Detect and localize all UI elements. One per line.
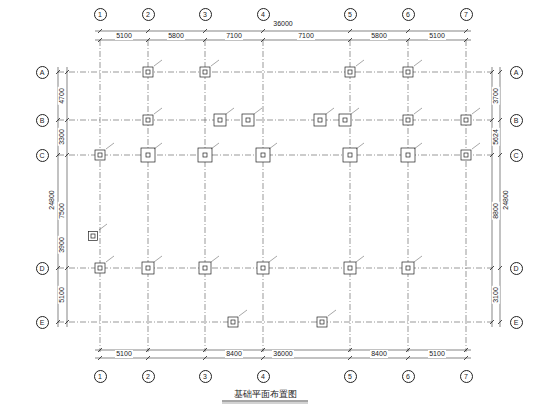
dimension: 3900 — [58, 236, 66, 254]
axis-bubble: 6 — [402, 8, 415, 21]
axis-number: 7 — [464, 11, 468, 18]
axis-number: 2 — [146, 11, 150, 18]
dimension: 36000 — [272, 350, 293, 358]
axis-number: 5 — [348, 11, 352, 18]
dimension: 3100 — [492, 286, 500, 304]
dimension: 24800 — [502, 189, 510, 210]
axis-bubble: 7 — [460, 370, 473, 383]
axis-bubble: B — [510, 114, 523, 127]
axis-number: 3 — [203, 11, 207, 18]
axis-number: 1 — [98, 373, 102, 380]
axis-bubble: C — [36, 149, 49, 162]
axis-bubble: 6 — [402, 370, 415, 383]
axis-bubble: 3 — [199, 370, 212, 383]
axis-number: 4 — [261, 373, 265, 380]
axis-bubble: 4 — [257, 370, 270, 383]
drawing-title: 基础平面布置图 — [233, 390, 298, 398]
dimension: 3300 — [58, 128, 66, 146]
dimension: 7100 — [225, 32, 243, 40]
axis-bubble: E — [510, 316, 523, 329]
axis-number: C — [39, 152, 44, 159]
axis-number: A — [40, 69, 45, 76]
axis-number: 2 — [146, 373, 150, 380]
axis-bubble: A — [36, 66, 49, 79]
dimension: 5100 — [58, 286, 66, 304]
axis-bubble: C — [510, 149, 523, 162]
axis-number: C — [513, 152, 518, 159]
dimension: 7500 — [58, 202, 66, 220]
dimension: 5100 — [428, 32, 446, 40]
axis-number: 4 — [261, 11, 265, 18]
dimension: 3700 — [492, 87, 500, 105]
axis-number: E — [514, 319, 519, 326]
axis-number: 1 — [98, 11, 102, 18]
dimension: 8800 — [492, 202, 500, 220]
dimension: 5100 — [428, 350, 446, 358]
axis-bubble: 7 — [460, 8, 473, 21]
axis-bubble: 5 — [344, 370, 357, 383]
axis-bubble: 2 — [142, 8, 155, 21]
axis-bubble: 1 — [94, 370, 107, 383]
axis-number: A — [514, 69, 519, 76]
dimension: 8400 — [370, 350, 388, 358]
axis-number: 7 — [464, 373, 468, 380]
dimension: 36000 — [272, 20, 293, 28]
axis-bubble: B — [36, 114, 49, 127]
axis-number: D — [513, 265, 518, 272]
axis-bubble: A — [510, 66, 523, 79]
dimension: 5100 — [115, 32, 133, 40]
axis-bubble: 1 — [94, 8, 107, 21]
dimension: 24800 — [48, 189, 56, 210]
axis-number: B — [40, 117, 45, 124]
axis-number: 5 — [348, 373, 352, 380]
axis-bubble: 3 — [199, 8, 212, 21]
axis-bubble: 5 — [344, 8, 357, 21]
axis-bubble: 4 — [257, 8, 270, 21]
dimension: 5800 — [167, 32, 185, 40]
axis-number: 6 — [406, 11, 410, 18]
axis-number: 6 — [406, 373, 410, 380]
dimension: 4700 — [58, 87, 66, 105]
dimension: 5624 — [492, 128, 500, 146]
axis-number: E — [40, 319, 45, 326]
axis-number: 3 — [203, 373, 207, 380]
axis-bubble: D — [510, 262, 523, 275]
axis-bubble: D — [36, 262, 49, 275]
dimension: 8400 — [225, 350, 243, 358]
axis-bubble: E — [36, 316, 49, 329]
axis-number: D — [39, 265, 44, 272]
dimension: 7100 — [297, 32, 315, 40]
axis-bubble: 2 — [142, 370, 155, 383]
dimension: 5100 — [115, 350, 133, 358]
dimension: 5800 — [370, 32, 388, 40]
axis-number: B — [514, 117, 519, 124]
